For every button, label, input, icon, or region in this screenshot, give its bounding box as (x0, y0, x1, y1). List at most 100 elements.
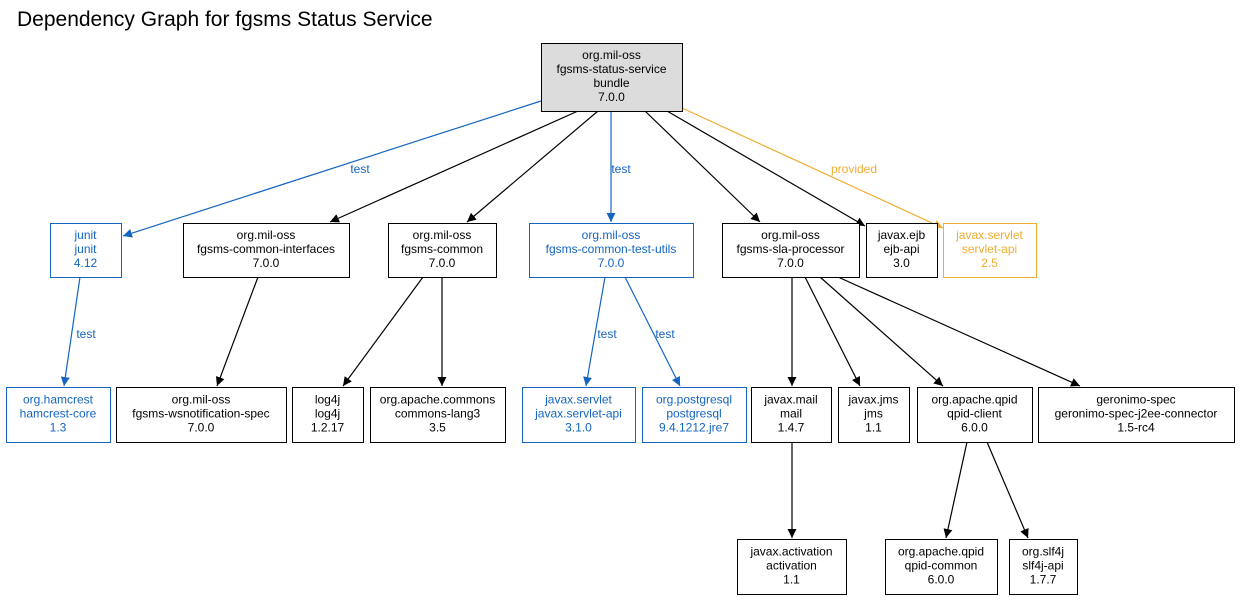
edge-root-to-common (466, 110, 599, 223)
edge-line (122, 100, 542, 238)
node-label-line: fgsms-wsnotification-spec (132, 407, 269, 421)
node-label-line: 7.0.0 (598, 90, 625, 104)
node-label-line: geronimo-spec-j2ee-connector (1055, 407, 1218, 421)
node-label-line: 1.5-rc4 (1117, 421, 1155, 435)
edge-line (329, 110, 579, 223)
node-label-line: javax.ejb (877, 228, 926, 242)
node-box (183, 223, 350, 278)
node-label-line: 7.0.0 (598, 256, 625, 270)
node-box (642, 387, 747, 443)
edge-label: test (655, 327, 675, 341)
node-label-line: 7.0.0 (253, 256, 280, 270)
edge-junit-to-hamcrest: test (60, 276, 96, 387)
node-label-line: org.mil-oss (172, 393, 231, 407)
node-box (370, 387, 506, 443)
node-label-line: org.mil-oss (761, 228, 820, 242)
edge-root-to-junit: test (122, 100, 542, 238)
node-label-line: 1.1 (783, 573, 800, 587)
node-box (6, 387, 111, 443)
node-label-line: 3.0 (893, 256, 910, 270)
node-label-line: fgsms-sla-processor (736, 242, 844, 256)
node-label-line: org.mil-oss (237, 228, 296, 242)
edge-label: test (597, 327, 617, 341)
node-box (943, 223, 1037, 278)
node-label-line: postgresql (666, 407, 721, 421)
edge-root-to-ejb-api (666, 110, 866, 227)
node-label-line: 1.3 (50, 421, 67, 435)
edge-qpid-client-to-qpid-common (943, 441, 968, 539)
node-label-line: commons-lang3 (395, 407, 481, 421)
edge-line (215, 276, 259, 387)
node-label-line: 2.5 (981, 256, 998, 270)
node-box (292, 387, 364, 443)
node-label-line: org.postgresql (656, 393, 732, 407)
edge-sla-processor-to-jms (804, 276, 861, 387)
node-label-line: fgsms-common-test-utils (546, 242, 677, 256)
edge-qpid-client-to-slf4j (986, 441, 1029, 539)
node-label-line: 1.1 (865, 421, 882, 435)
edge-line (837, 276, 1081, 387)
node-wsnotification: org.mil-ossfgsms-wsnotification-spec7.0.… (116, 387, 287, 443)
node-label-line: 6.0.0 (928, 573, 955, 587)
edge-label: provided (831, 162, 877, 176)
edge-line (466, 110, 599, 223)
node-box (917, 387, 1033, 443)
node-box (885, 539, 998, 595)
node-box (116, 387, 287, 443)
node-box (751, 387, 832, 443)
node-label-line: fgsms-status-service (556, 62, 666, 76)
edge-line (986, 441, 1029, 539)
node-label-line: 3.5 (429, 421, 446, 435)
node-root: org.mil-ossfgsms-status-servicebundle7.0… (541, 43, 683, 112)
node-label-line: javax.activation (749, 545, 832, 559)
node-label-line: 7.0.0 (188, 421, 215, 435)
node-label-line: activation (766, 559, 817, 573)
node-label-line: org.apache.commons (380, 393, 495, 407)
node-label-line: 4.12 (74, 256, 98, 270)
edge-common-test-utils-to-postgresql: test (624, 276, 681, 387)
edge-line (819, 276, 944, 387)
node-box (866, 223, 938, 278)
node-label-line: qpid-client (947, 407, 1002, 421)
nodes-layer: org.mil-ossfgsms-status-servicebundle7.0… (6, 43, 1235, 595)
node-label-line: javax.mail (763, 393, 817, 407)
edge-line (804, 276, 861, 387)
node-label-line: mail (780, 407, 802, 421)
node-label-line: 3.1.0 (565, 421, 592, 435)
node-box (388, 223, 497, 278)
edge-line (644, 110, 761, 223)
edge-line (943, 441, 968, 539)
node-label-line: org.slf4j (1022, 545, 1064, 559)
node-label-line: junit (73, 228, 97, 242)
edge-line (624, 276, 681, 387)
node-label-line: org.mil-oss (413, 228, 472, 242)
node-label-line: javax.servlet (544, 393, 612, 407)
node-label-line: log4j (315, 393, 340, 407)
edge-common-interfaces-to-wsnotification (215, 276, 259, 387)
node-label-line: ejb-api (883, 242, 919, 256)
node-box (838, 387, 910, 443)
node-label-line: org.mil-oss (582, 48, 641, 62)
node-box (1038, 387, 1235, 443)
edge-line (583, 276, 606, 387)
node-label-line: 1.4.7 (778, 421, 805, 435)
node-label-line: fgsms-common-interfaces (197, 242, 335, 256)
node-label-line: bundle (593, 76, 629, 90)
node-box (737, 539, 847, 595)
node-label-line: 9.4.1212.jre7 (659, 421, 729, 435)
node-box (541, 43, 683, 112)
edge-root-to-common-test-utils: test (606, 111, 631, 222)
edge-line (666, 110, 866, 227)
